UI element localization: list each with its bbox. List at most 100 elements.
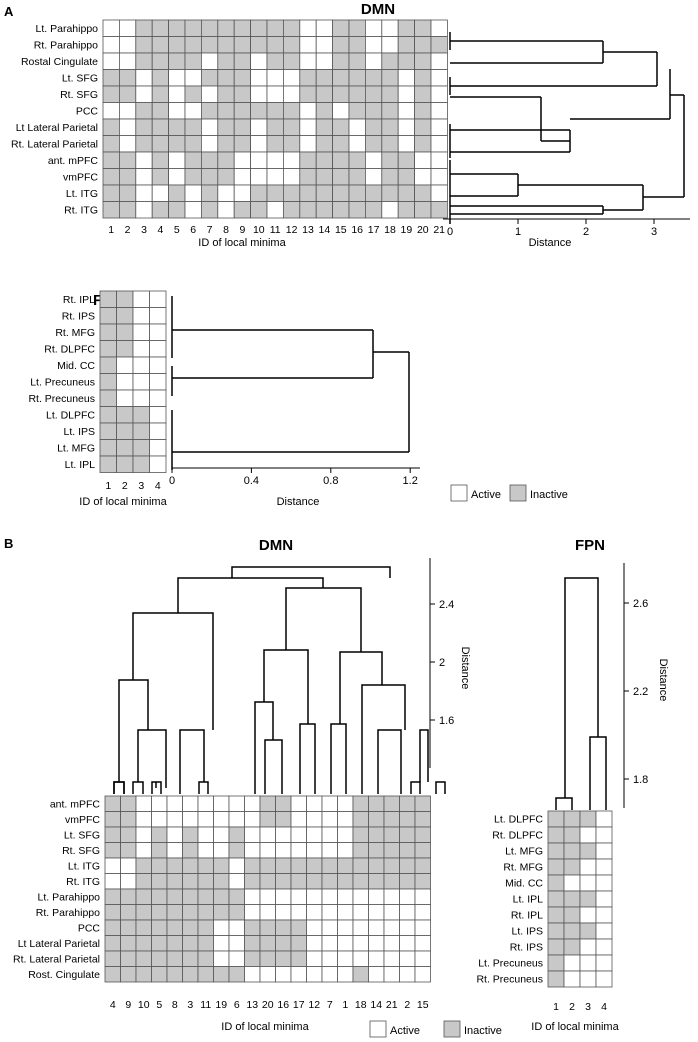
matrix-cell bbox=[166, 826, 183, 843]
matrix-cell bbox=[168, 118, 186, 136]
matrix-cell bbox=[352, 950, 369, 967]
matrix-cell bbox=[250, 201, 268, 219]
matrix-cell bbox=[259, 842, 276, 859]
matrix-cell bbox=[282, 69, 301, 87]
matrix-cell bbox=[381, 52, 399, 70]
matrix-cell bbox=[135, 873, 152, 890]
matrix-cell bbox=[430, 69, 448, 87]
matrix-cell bbox=[306, 888, 323, 905]
matrix-cell bbox=[399, 857, 416, 874]
matrix-cell bbox=[119, 19, 137, 37]
matrix-cell bbox=[563, 810, 581, 828]
panel-b-dmn-title: DMN bbox=[259, 537, 293, 554]
matrix-cell bbox=[99, 307, 117, 325]
matrix-cell bbox=[266, 168, 284, 186]
matrix-cell bbox=[233, 118, 251, 136]
legend-inactive-label: Inactive bbox=[530, 489, 568, 501]
matrix-cell bbox=[135, 36, 153, 54]
matrix-cell bbox=[595, 970, 613, 988]
matrix-cell bbox=[348, 201, 366, 219]
matrix-cell bbox=[352, 888, 369, 905]
matrix-cell bbox=[414, 919, 431, 936]
matrix-cell bbox=[104, 795, 121, 812]
matrix-cell bbox=[414, 184, 432, 202]
matrix-cell bbox=[135, 151, 153, 169]
column-label: 7 bbox=[207, 224, 213, 236]
matrix-cell bbox=[579, 938, 597, 956]
column-label: 16 bbox=[277, 999, 289, 1011]
matrix-cell bbox=[306, 873, 323, 890]
matrix-cell bbox=[579, 842, 597, 860]
column-label: 15 bbox=[335, 224, 347, 236]
matrix-cell bbox=[151, 201, 169, 219]
matrix-cell bbox=[352, 857, 369, 874]
row-label: Lt. IPL bbox=[65, 459, 96, 471]
row-label: Lt. Precuneus bbox=[30, 376, 95, 388]
matrix-cell bbox=[266, 36, 284, 54]
matrix-cell bbox=[184, 151, 202, 169]
matrix-cell bbox=[120, 873, 137, 890]
row-label: Rt. Precuneus bbox=[28, 393, 95, 405]
row-label: vmPFC bbox=[65, 814, 100, 826]
matrix-cell bbox=[332, 52, 350, 70]
row-label: Rost. Cingulate bbox=[28, 969, 100, 981]
matrix-cell bbox=[321, 919, 338, 936]
matrix-cell bbox=[579, 954, 597, 972]
matrix-cell bbox=[182, 842, 199, 859]
column-label: 4 bbox=[601, 1001, 607, 1013]
matrix-cell bbox=[116, 356, 134, 374]
row-label: Lt. MFG bbox=[505, 846, 543, 858]
matrix-cell bbox=[213, 826, 230, 843]
dendro-link bbox=[299, 723, 316, 794]
dendro-link bbox=[377, 729, 402, 794]
dendro-link bbox=[177, 577, 324, 613]
matrix-cell bbox=[151, 919, 168, 936]
matrix-cell bbox=[290, 904, 307, 921]
matrix-cell bbox=[306, 826, 323, 843]
matrix-cell bbox=[250, 85, 268, 103]
matrix-cell bbox=[348, 168, 366, 186]
panel-b-fpn-distance-label: Distance bbox=[657, 659, 669, 702]
matrix-cell bbox=[595, 826, 613, 844]
matrix-cell bbox=[166, 919, 183, 936]
matrix-cell bbox=[200, 19, 219, 37]
matrix-cell bbox=[228, 904, 245, 921]
matrix-cell bbox=[184, 118, 202, 136]
matrix-cell bbox=[290, 935, 307, 952]
matrix-cell bbox=[119, 36, 137, 54]
matrix-cell bbox=[132, 439, 150, 457]
matrix-cell bbox=[259, 966, 276, 983]
matrix-cell bbox=[414, 102, 432, 120]
matrix-cell bbox=[184, 52, 202, 70]
panel-a-dmn-distance-label: Distance bbox=[529, 237, 572, 249]
matrix-cell bbox=[233, 85, 251, 103]
matrix-cell bbox=[116, 307, 134, 325]
matrix-cell bbox=[348, 184, 366, 202]
matrix-cell bbox=[381, 85, 399, 103]
matrix-cell bbox=[368, 873, 385, 890]
tick-label: 2.6 bbox=[633, 598, 648, 610]
matrix-cell bbox=[182, 904, 199, 921]
matrix-cell bbox=[315, 102, 334, 120]
matrix-cell bbox=[244, 904, 261, 921]
column-label: 1 bbox=[553, 1001, 559, 1013]
row-label: Rt. SFG bbox=[60, 89, 98, 101]
matrix-cell bbox=[381, 151, 399, 169]
matrix-cell bbox=[579, 826, 597, 844]
matrix-cell bbox=[579, 906, 597, 924]
row-label: Lt. Parahippo bbox=[38, 891, 101, 903]
matrix-cell bbox=[595, 938, 613, 956]
matrix-cell bbox=[348, 19, 366, 37]
matrix-cell bbox=[397, 135, 416, 153]
matrix-cell bbox=[563, 970, 581, 988]
matrix-cell bbox=[250, 19, 268, 37]
matrix-cell bbox=[102, 118, 120, 136]
matrix-cell bbox=[337, 811, 354, 828]
row-label: Lt. IPS bbox=[511, 926, 543, 938]
matrix-cell bbox=[200, 102, 219, 120]
row-label: Rt. IPS bbox=[510, 942, 543, 954]
matrix-cell bbox=[233, 135, 251, 153]
matrix-cell bbox=[135, 19, 153, 37]
tick-label: 0 bbox=[447, 226, 453, 238]
